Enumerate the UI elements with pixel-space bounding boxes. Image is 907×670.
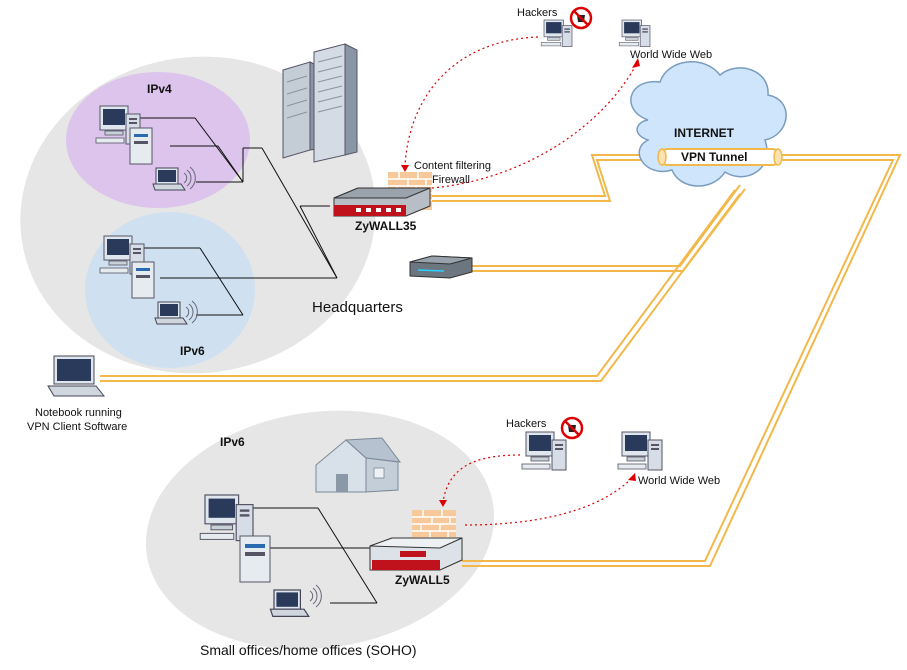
no-hacker-icon bbox=[569, 6, 593, 30]
router-icon bbox=[409, 255, 473, 279]
www-top-label: World Wide Web bbox=[630, 49, 712, 61]
soho-label: Small offices/home offices (SOHO) bbox=[200, 642, 417, 658]
server-tower-icon bbox=[282, 43, 358, 163]
vpn-tunnel-pipe bbox=[657, 148, 783, 166]
desktop-pc-icon bbox=[540, 19, 573, 47]
desktop-pc-icon bbox=[521, 431, 567, 471]
ipv6-zone bbox=[85, 212, 255, 368]
notebook-label-line1: Notebook running bbox=[35, 407, 122, 419]
cloud-icon bbox=[630, 61, 787, 187]
notebook-label-line2: VPN Client Software bbox=[27, 421, 127, 433]
threat-lines bbox=[404, 36, 637, 526]
hackers-bottom-label: Hackers bbox=[506, 418, 547, 430]
desktop-pc-icon bbox=[618, 19, 651, 47]
zywall35-label: ZyWALL35 bbox=[355, 219, 417, 233]
www-bottom-label: World Wide Web bbox=[638, 475, 720, 487]
soho-zone bbox=[145, 410, 495, 650]
content-filtering-label: Content filtering bbox=[414, 160, 491, 172]
hackers-top-label: Hackers bbox=[517, 7, 558, 19]
tunnel-links bbox=[100, 154, 902, 567]
firewall-label: Firewall bbox=[432, 174, 470, 186]
no-hacker-icon bbox=[560, 416, 584, 440]
house-icon bbox=[315, 437, 402, 493]
soho-ipv6-label: IPv6 bbox=[220, 435, 245, 449]
desktop-pc-icon bbox=[617, 431, 663, 471]
notebook-vpn-client bbox=[47, 355, 106, 397]
server-unit-icon bbox=[239, 535, 271, 583]
headquarters-label: Headquarters bbox=[312, 299, 403, 316]
hq-ipv6-label: IPv6 bbox=[180, 344, 205, 358]
server-unit-icon bbox=[129, 127, 155, 299]
hq-wiring bbox=[132, 117, 338, 316]
soho-wiring bbox=[245, 507, 378, 604]
threat-arrowheads bbox=[401, 58, 640, 507]
zywall5-label: ZyWALL5 bbox=[395, 573, 450, 587]
vpn-tunnel-label: VPN Tunnel bbox=[681, 150, 747, 164]
hq-ipv4-label: IPv4 bbox=[147, 82, 172, 96]
zywall35-device bbox=[333, 187, 431, 217]
zywall5-device bbox=[369, 537, 463, 571]
internet-label: INTERNET bbox=[674, 126, 735, 140]
